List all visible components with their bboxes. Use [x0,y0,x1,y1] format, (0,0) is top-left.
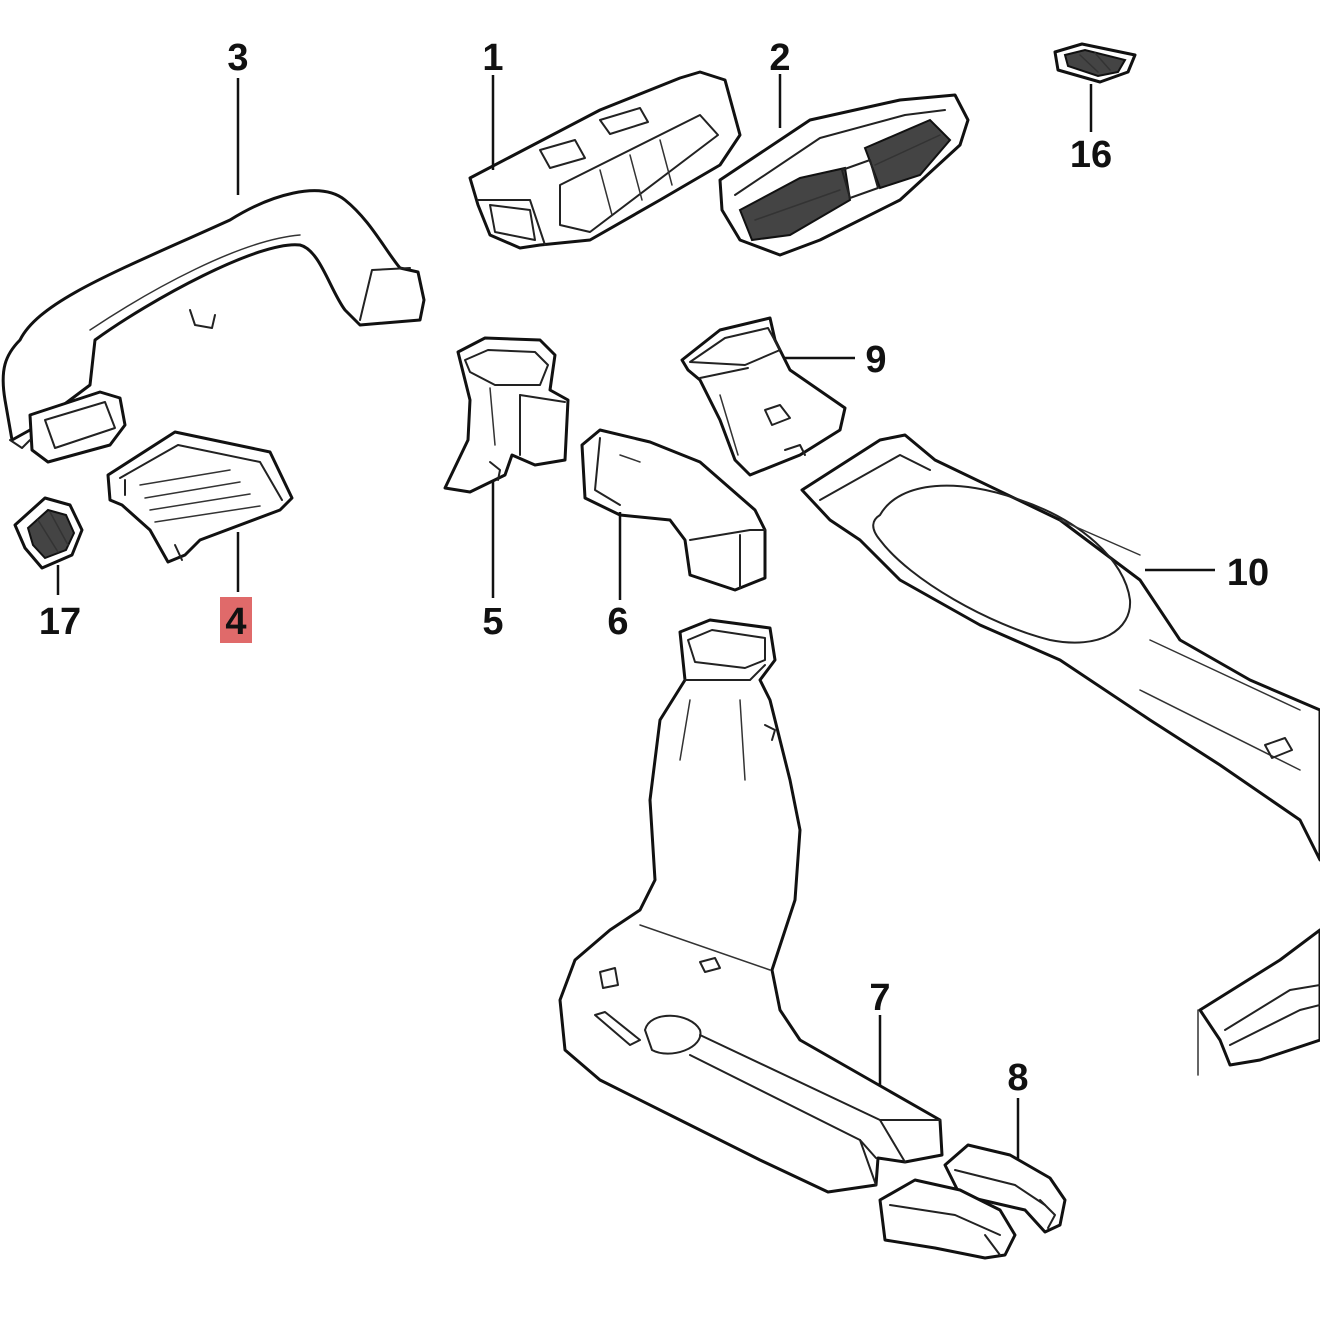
callout-1: 1 [482,37,503,79]
part-4-vent-unit [106,430,294,564]
callout-10: 10 [1227,552,1269,594]
part-17-small-grille [13,496,84,570]
callout-16: 16 [1070,134,1112,176]
part-6-bent-duct [580,428,767,592]
callout-3: 3 [227,37,248,79]
callout-6: 6 [607,601,628,643]
callout-4-highlight [220,597,252,643]
part-7-floor-duct [558,618,944,1194]
part-5-connector [443,336,570,494]
part-16-small-grille [1053,42,1137,84]
part-10-large-duct [800,433,1320,862]
part-8-outlets [878,1143,1067,1260]
callout-17: 17 [39,601,81,643]
part-fragment-right [1197,928,1320,1076]
callout-7: 7 [869,977,890,1019]
part-2-center-vent-grille [718,93,970,257]
callout-labels: 3 1 2 16 9 10 17 4 5 6 7 8 [39,37,1269,1099]
callout-5: 5 [482,601,503,643]
callout-8: 8 [1007,1057,1028,1099]
leader-lines [56,74,1215,1160]
part-1-center-vent-housing [468,70,742,250]
part-9-funnel-duct [680,316,847,477]
callout-9: 9 [865,339,886,381]
callout-4: 4 [225,601,246,643]
part-3-upper-duct [1,189,426,464]
callout-2: 2 [769,37,790,79]
